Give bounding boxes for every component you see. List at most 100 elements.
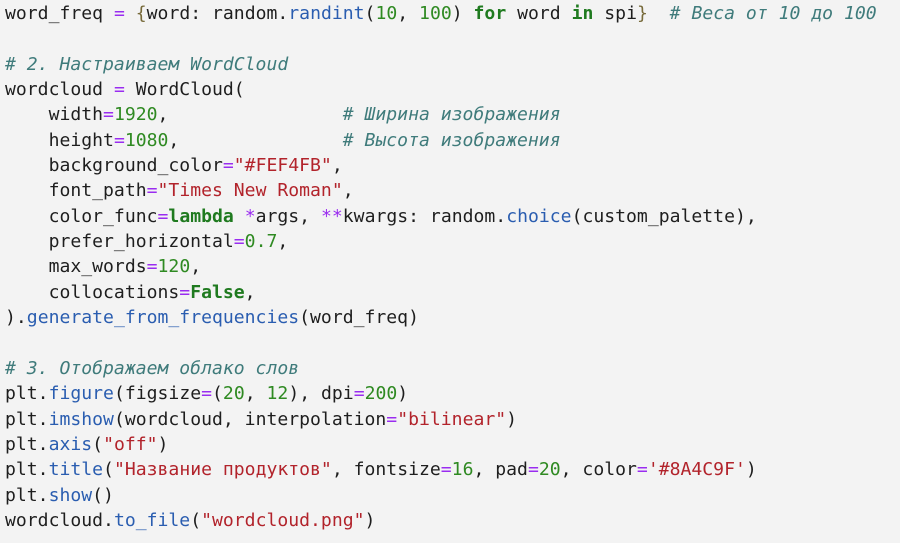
code-text: ) <box>364 509 376 531</box>
code-text: (figsize <box>113 383 202 405</box>
brace: } <box>636 3 648 24</box>
code-line: plt.show() <box>5 483 877 508</box>
code-text: , <box>397 3 420 24</box>
code-line: font_path="Times New Roman", <box>5 178 877 203</box>
string-literal: '#8A4C9F' <box>647 459 746 481</box>
number-literal: 0.7 <box>244 231 278 253</box>
code-line: word_freq = {word: random.randint(10, 10… <box>5 1 877 26</box>
code-text: ( <box>92 433 104 455</box>
operator: = <box>146 180 158 202</box>
code-text: , <box>244 281 256 303</box>
number-literal: 1920 <box>113 104 158 126</box>
keyword: lambda <box>168 205 234 227</box>
string-literal: "bilinear" <box>397 408 507 430</box>
code-text: , <box>157 104 343 126</box>
code-text: width <box>5 104 104 126</box>
code-line: plt.axis("off") <box>5 432 877 457</box>
function-name: show <box>48 484 93 506</box>
operator: = <box>113 129 125 151</box>
operator: = <box>527 459 539 481</box>
number-literal: 200 <box>364 383 398 405</box>
code-text: , <box>342 180 354 202</box>
code-text: ) <box>745 459 757 481</box>
code-text: (custom_palette), <box>571 205 757 227</box>
code-text <box>648 3 670 24</box>
code-line: width=1920, # Ширина изображения <box>5 102 877 127</box>
operator: = <box>222 155 234 177</box>
string-literal: "wordcloud.png" <box>201 509 365 531</box>
number-literal: 20 <box>538 459 561 481</box>
function-name: to_file <box>113 509 191 531</box>
number-literal: 12 <box>266 383 289 405</box>
code-text: word: random. <box>146 3 289 24</box>
code-line: plt.imshow(wordcloud, interpolation="bil… <box>5 407 877 432</box>
code-text: wordcloud. <box>5 509 114 531</box>
string-literal: "Times New Roman" <box>157 180 343 202</box>
operator: = <box>353 383 365 405</box>
code-line: prefer_horizontal=0.7, <box>5 229 877 254</box>
operator: ** <box>320 205 343 227</box>
code-text: color_func <box>5 205 158 227</box>
code-line: ).generate_from_frequencies(word_freq) <box>5 305 877 330</box>
brace: { <box>135 3 147 24</box>
operator: = <box>233 231 245 253</box>
code-text: ), dpi <box>288 383 354 405</box>
comment: # Высота изображения <box>342 129 561 151</box>
number-literal: 120 <box>157 256 191 278</box>
operator: = <box>440 459 452 481</box>
code-line <box>5 26 877 51</box>
operator: = <box>103 104 114 126</box>
operator: = <box>201 383 213 405</box>
code-text: , <box>277 231 289 253</box>
operator: = <box>113 79 125 101</box>
code-text: () <box>92 484 114 506</box>
code-text: word <box>506 3 572 24</box>
code-line: plt.figure(figsize=(20, 12), dpi=200) <box>5 381 877 406</box>
code-text: ) <box>451 3 474 24</box>
code-text: plt. <box>5 484 49 506</box>
comment: # Ширина изображения <box>342 104 561 126</box>
code-text: ) <box>506 408 518 430</box>
code-line: collocations=False, <box>5 280 877 305</box>
code-line: color_func=lambda *args, **kwargs: rando… <box>5 204 877 229</box>
function-name: generate_from_frequencies <box>26 307 300 329</box>
number-literal: 20 <box>222 383 245 405</box>
comment: # Веса от 10 до 100 <box>669 3 877 24</box>
code-line: # 2. Настраиваем WordCloud <box>5 52 877 77</box>
number-literal: 10 <box>375 3 398 24</box>
code-line: height=1080, # Высота изображения <box>5 128 877 153</box>
number-literal: 1080 <box>124 129 169 151</box>
code-text: wordcloud <box>5 79 114 101</box>
code-text <box>234 206 245 227</box>
code-text: (word_freq) <box>299 307 419 329</box>
function-name: figure <box>48 383 114 405</box>
keyword: in <box>571 3 594 24</box>
code-editor[interactable]: word_freq = {word: random.randint(10, 10… <box>5 1 877 533</box>
code-text: plt. <box>5 459 49 481</box>
number-literal: 16 <box>451 459 474 481</box>
keyword: False <box>190 281 245 303</box>
code-text: background_color <box>5 155 223 177</box>
code-text: WordCloud( <box>124 79 245 101</box>
code-text: kwargs: random. <box>342 205 507 227</box>
keyword: for <box>473 3 507 24</box>
code-text: , <box>168 129 343 151</box>
code-text: plt. <box>5 408 49 430</box>
code-line <box>5 330 877 355</box>
string-literal: "off" <box>103 433 158 455</box>
code-text: prefer_horizontal <box>5 231 234 253</box>
code-text: height <box>5 129 114 151</box>
code-text: font_path <box>5 180 147 202</box>
function-name: choice <box>506 205 572 227</box>
operator: = <box>146 256 158 278</box>
code-text: plt. <box>5 383 49 405</box>
number-literal: 100 <box>419 3 452 24</box>
code-text: ) <box>397 383 409 405</box>
code-text: , fontsize <box>331 459 441 481</box>
code-text: ( <box>190 509 202 531</box>
operator: * <box>244 205 256 227</box>
code-text: , pad <box>473 459 528 481</box>
function-name: title <box>48 459 104 481</box>
code-text: collocations <box>5 281 180 303</box>
comment: # 2. Настраиваем WordCloud <box>5 53 289 75</box>
